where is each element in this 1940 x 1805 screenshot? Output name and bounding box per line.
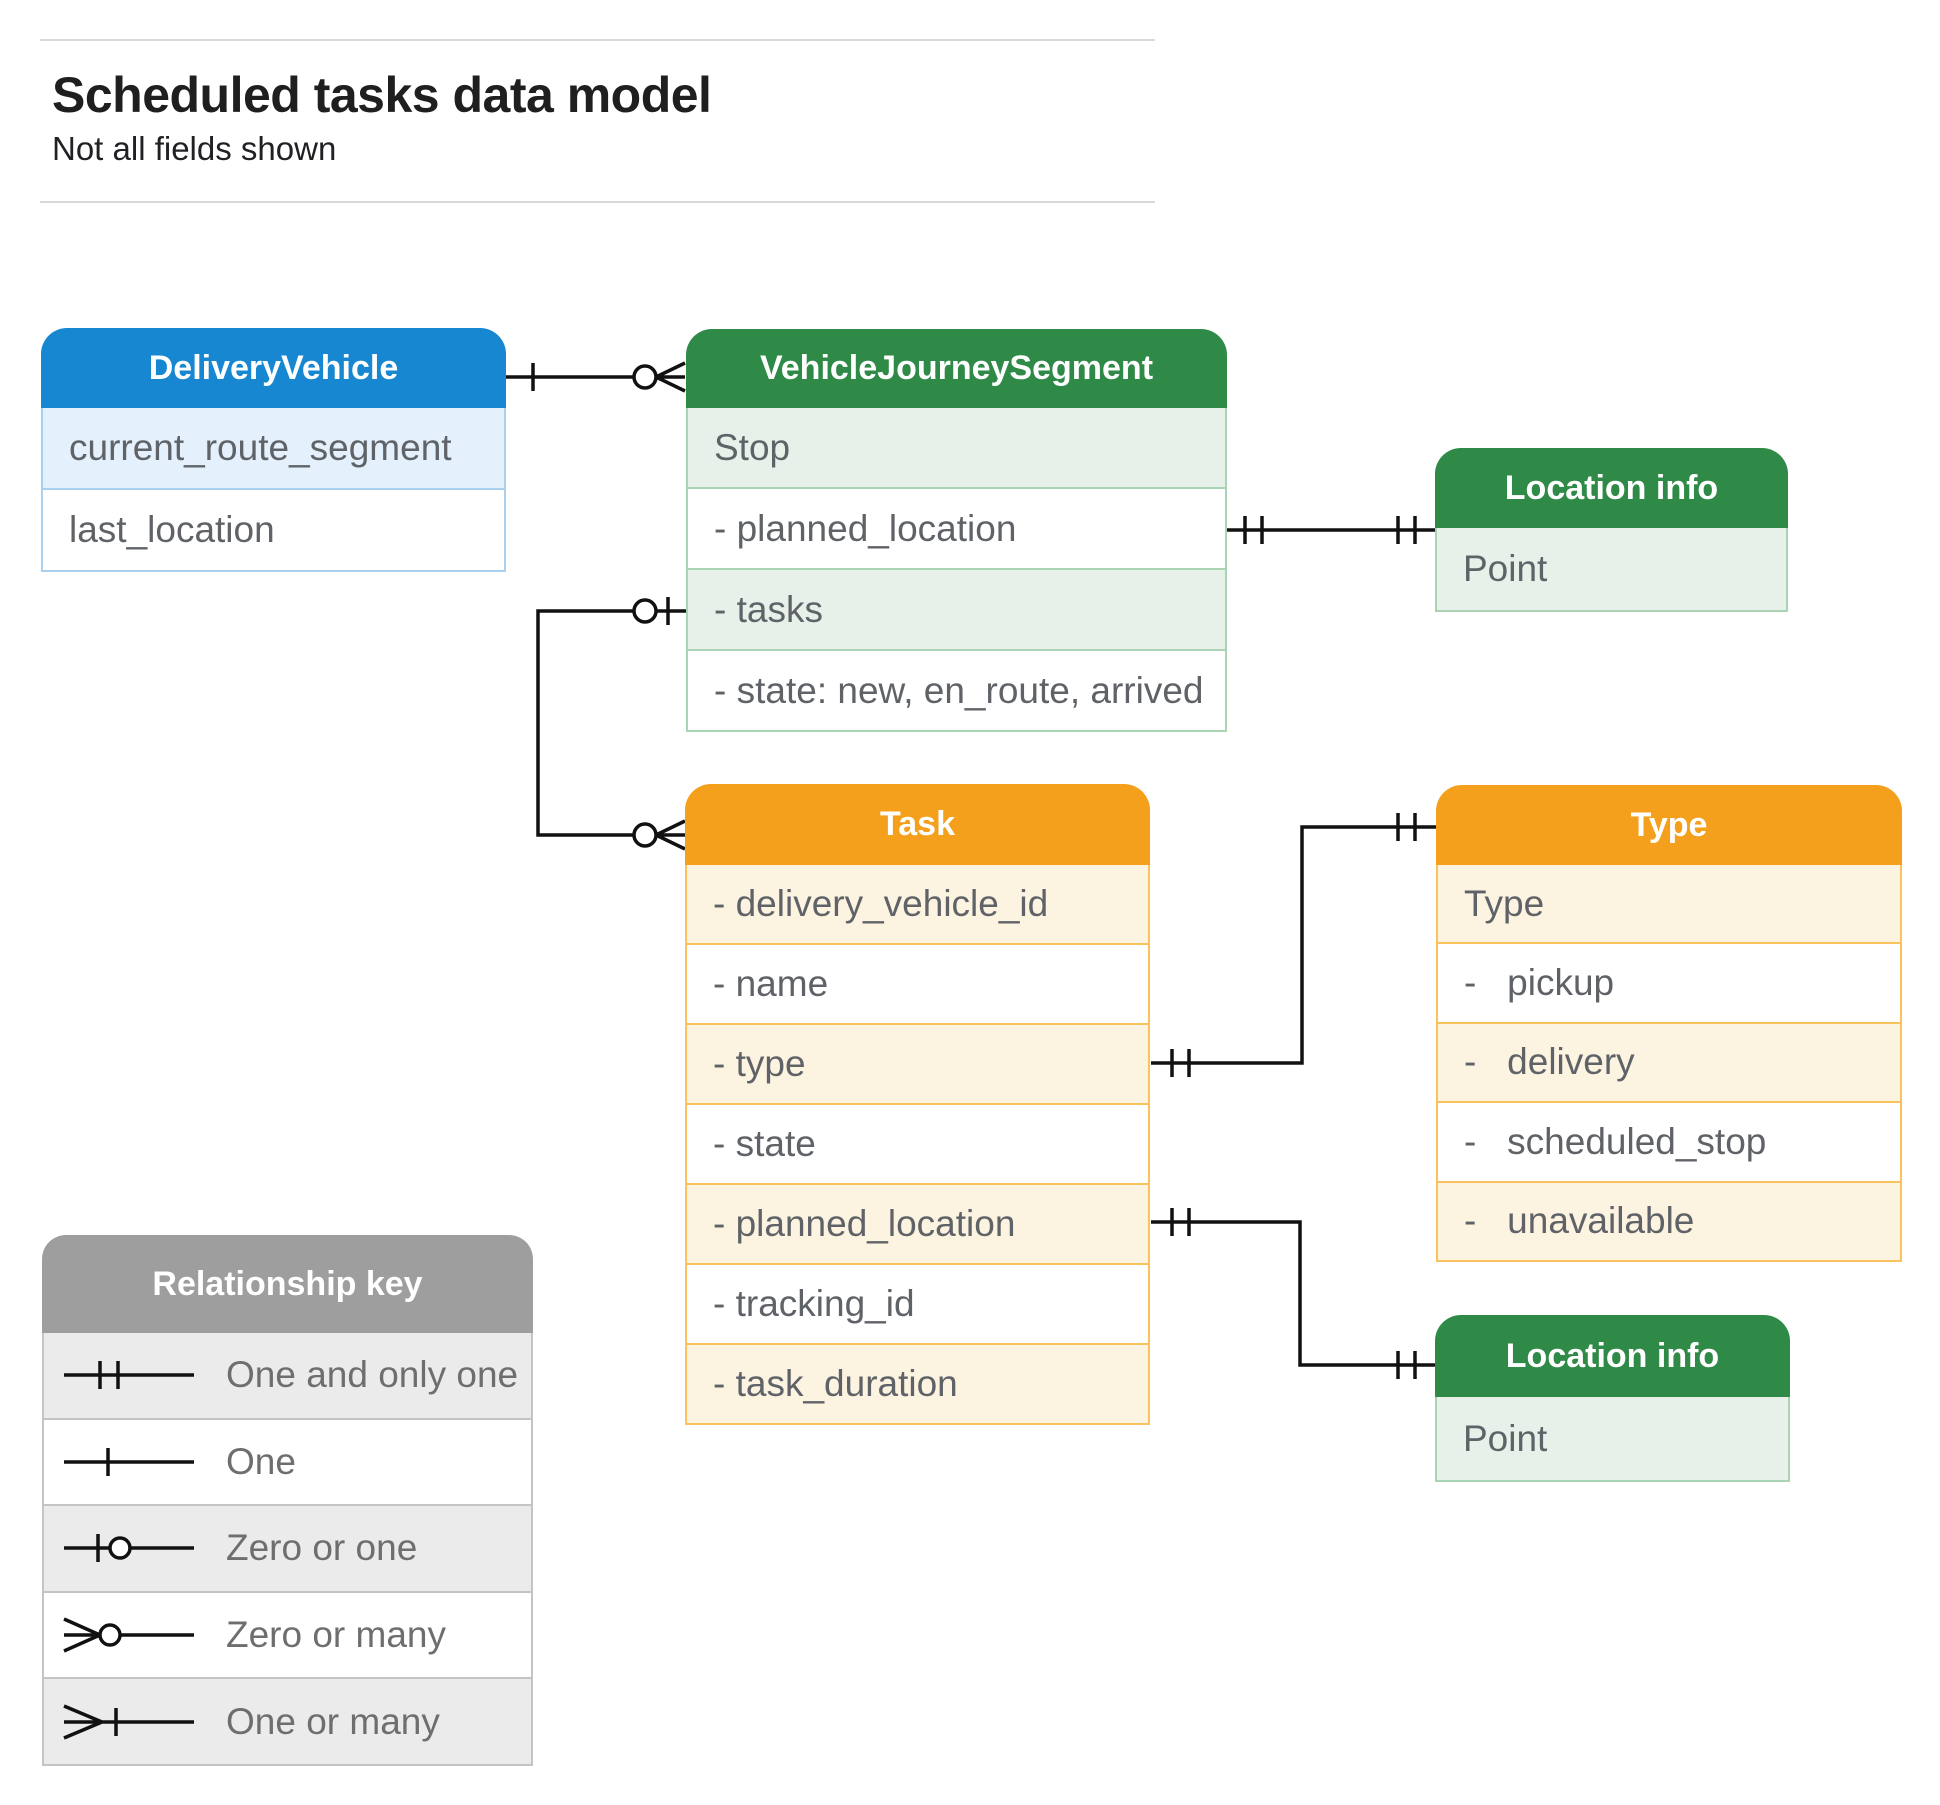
legend-row: One or many (42, 1679, 533, 1766)
page-title: Scheduled tasks data model (52, 67, 712, 123)
entity-type: Type Type - pickup - delivery - schedule… (1436, 785, 1902, 1262)
field-row: - scheduled_stop (1436, 1103, 1902, 1183)
field-row: - unavailable (1436, 1182, 1902, 1262)
one-icon (64, 1447, 194, 1476)
entity-title: Location info (1435, 1315, 1790, 1397)
top-divider (40, 39, 1155, 41)
legend-label: One or many (226, 1700, 440, 1742)
field-row: - tasks (686, 570, 1227, 651)
entity-vehicle-journey-segment: VehicleJourneySegment Stop - planned_loc… (686, 329, 1227, 732)
one-and-only-one-icon (64, 1361, 194, 1390)
zero-or-one-icon (64, 1534, 194, 1563)
entity-location-info-top: Location info Point (1435, 448, 1788, 612)
entity-delivery-vehicle: DeliveryVehicle current_route_segment la… (41, 328, 506, 572)
relationship-task-locationinfo (1151, 1208, 1436, 1379)
entity-title: VehicleJourneySegment (686, 329, 1227, 408)
field-row: Type (1436, 865, 1902, 945)
relationship-task-type (1151, 813, 1436, 1077)
field-row: - planned_location (686, 489, 1227, 570)
relationship-deliveryvehicle-vehiclejourneysegment (506, 361, 686, 393)
entity-task: Task - delivery_vehicle_id - name - type… (685, 784, 1150, 1425)
field-row: Point (1435, 1397, 1790, 1482)
page-subtitle: Not all fields shown (52, 130, 337, 167)
title-divider (40, 201, 1155, 203)
entity-title: Location info (1435, 448, 1788, 528)
relationship-key: Relationship key One and only one One Ze… (42, 1235, 533, 1766)
legend-row: Zero or one (42, 1506, 533, 1593)
legend-title: Relationship key (42, 1235, 533, 1333)
field-row: - planned_location (685, 1185, 1150, 1265)
field-row: last_location (41, 490, 506, 572)
legend-label: Zero or one (226, 1527, 418, 1569)
entity-title: DeliveryVehicle (41, 328, 506, 408)
field-row: - delivery_vehicle_id (685, 865, 1150, 945)
entity-title: Type (1436, 785, 1902, 865)
entity-title: Task (685, 784, 1150, 865)
field-row: - task_duration (685, 1345, 1150, 1425)
field-row: - type (685, 1025, 1150, 1105)
field-row: current_route_segment (41, 408, 506, 490)
field-row: - pickup (1436, 944, 1902, 1024)
legend-row: Zero or many (42, 1592, 533, 1680)
legend-row: One and only one (42, 1333, 533, 1420)
legend-label: One and only one (226, 1354, 519, 1396)
zero-or-many-icon (63, 1617, 194, 1653)
field-row: - delivery (1436, 1023, 1902, 1104)
legend-label: One (226, 1440, 296, 1482)
field-row: - state: new, en_route, arrived (686, 651, 1227, 732)
legend-label: Zero or many (226, 1614, 447, 1656)
one-or-many-icon (63, 1704, 194, 1740)
entity-location-info-bottom: Location info Point (1435, 1315, 1790, 1482)
relationship-vehiclejourneysegment-locationinfo (1227, 516, 1435, 544)
field-row: Stop (686, 408, 1227, 489)
relationship-vehiclejourneysegment-task (536, 597, 686, 851)
field-row: - name (685, 945, 1150, 1025)
field-row: Point (1435, 528, 1788, 612)
legend-row: One (42, 1419, 533, 1507)
field-row: - tracking_id (685, 1265, 1150, 1345)
field-row: - state (685, 1105, 1150, 1185)
